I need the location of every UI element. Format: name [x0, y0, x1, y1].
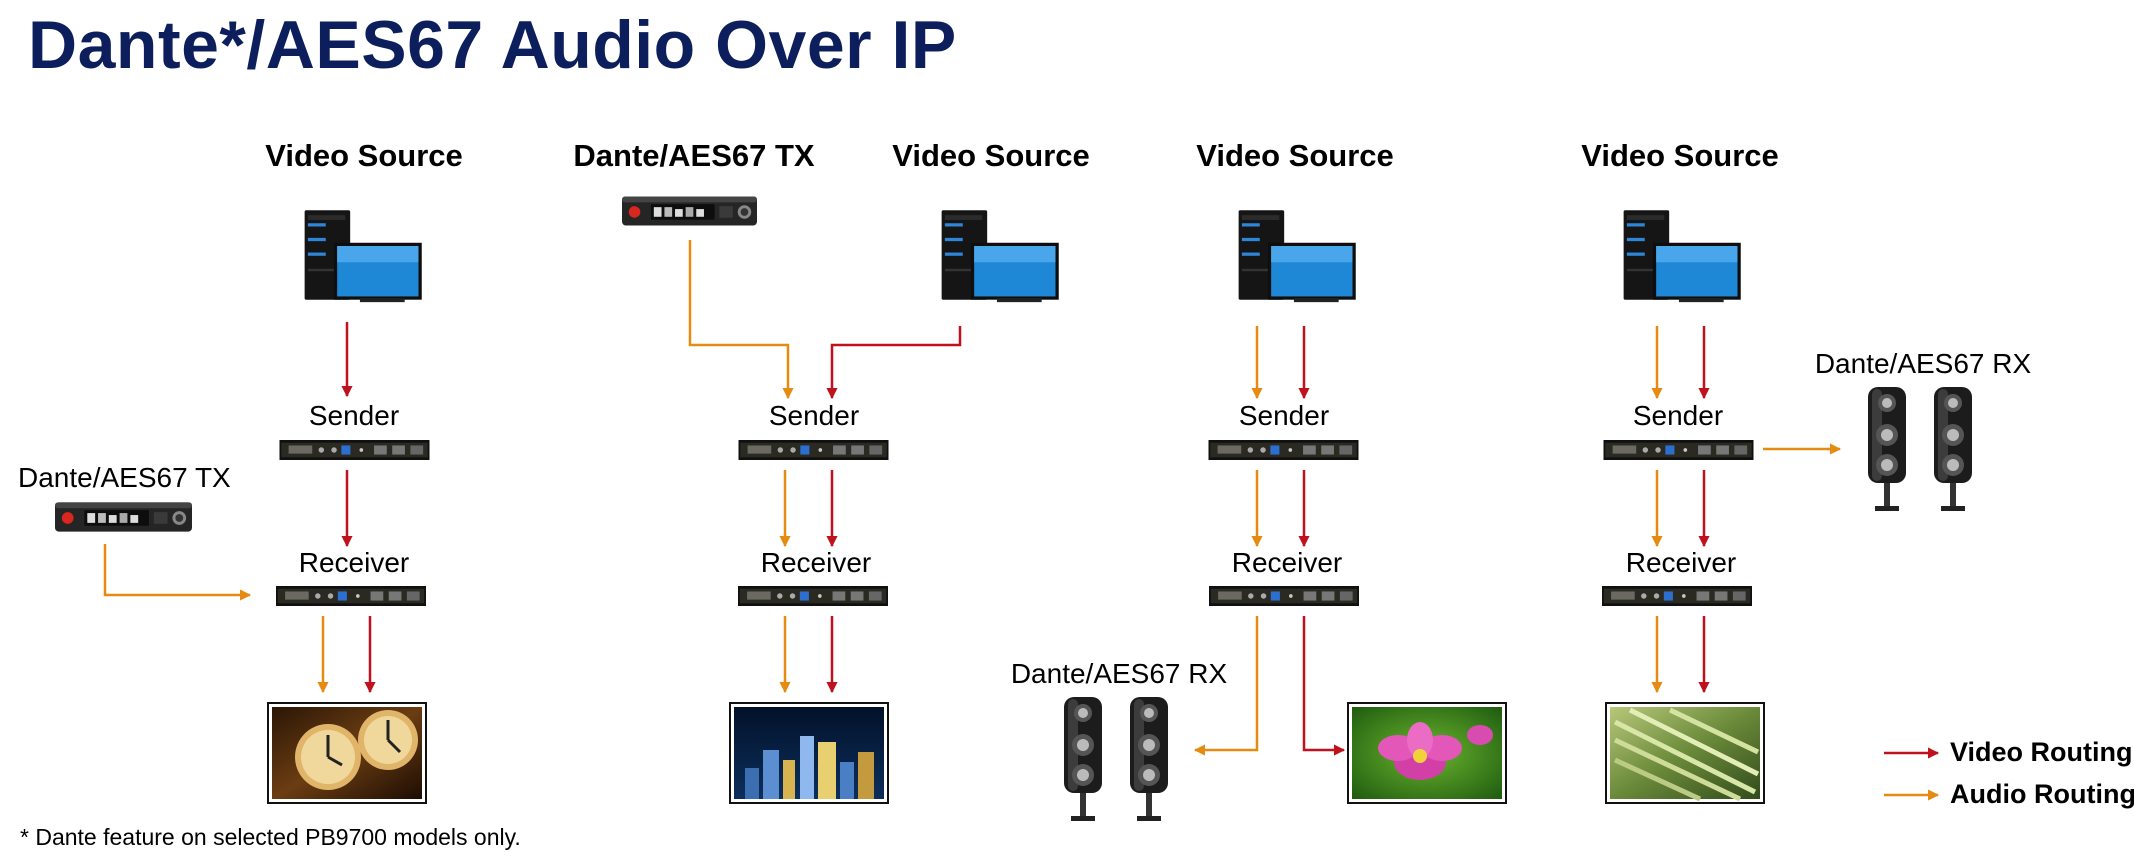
display-screen-icon — [1605, 702, 1765, 804]
sender-unit-icon — [1603, 440, 1754, 460]
sender-label: Sender — [768, 400, 860, 431]
video-source-label: Video Source — [1196, 138, 1394, 173]
receiver-unit-icon — [738, 586, 888, 606]
dante-tx-device-icon — [622, 196, 757, 226]
sender-label: Sender — [1632, 400, 1724, 431]
dante-rx-speakers-icon — [1868, 387, 1972, 511]
sender-unit-icon — [738, 440, 889, 460]
legend-video-label: Video Routing — [1950, 737, 2133, 767]
sender-unit-icon — [279, 440, 430, 460]
video-source-pc-icon — [941, 210, 1059, 303]
receiver-label: Receiver — [1625, 547, 1737, 578]
receiver-label: Receiver — [760, 547, 872, 578]
receiver-unit-icon — [1209, 586, 1359, 606]
video-source-label: Video Source — [265, 138, 463, 173]
sender-label: Sender — [1238, 400, 1330, 431]
dante-rx-label: Dante/AES67 RX — [1010, 658, 1228, 689]
receiver-label: Receiver — [1231, 547, 1343, 578]
video-source-label: Video Source — [1581, 138, 1779, 173]
page-title: Dante*/AES67 Audio Over IP — [28, 7, 957, 83]
dante-rx-speakers-icon — [1064, 697, 1168, 821]
display-screen-icon — [267, 702, 427, 804]
legend-audio-label: Audio Routing — [1950, 779, 2134, 809]
video-source-pc-icon — [1238, 210, 1356, 303]
display-screen-icon — [729, 702, 889, 804]
video-source-pc-icon — [304, 210, 422, 303]
footnote: * Dante feature on selected PB9700 model… — [20, 824, 521, 850]
receiver-label: Receiver — [298, 547, 410, 578]
dante-tx-device-icon — [55, 502, 192, 532]
dante-tx-label: Dante/AES67 TX — [573, 138, 815, 173]
receiver-unit-icon — [1602, 586, 1752, 606]
display-screen-icon — [1347, 702, 1507, 804]
sender-label: Sender — [308, 400, 400, 431]
receiver-unit-icon — [276, 586, 426, 606]
dante-rx-label: Dante/AES67 RX — [1814, 348, 2032, 379]
sender-unit-icon — [1208, 440, 1359, 460]
video-source-pc-icon — [1623, 210, 1741, 303]
dante-tx-label: Dante/AES67 TX — [18, 462, 231, 493]
video-source-label: Video Source — [892, 138, 1090, 173]
